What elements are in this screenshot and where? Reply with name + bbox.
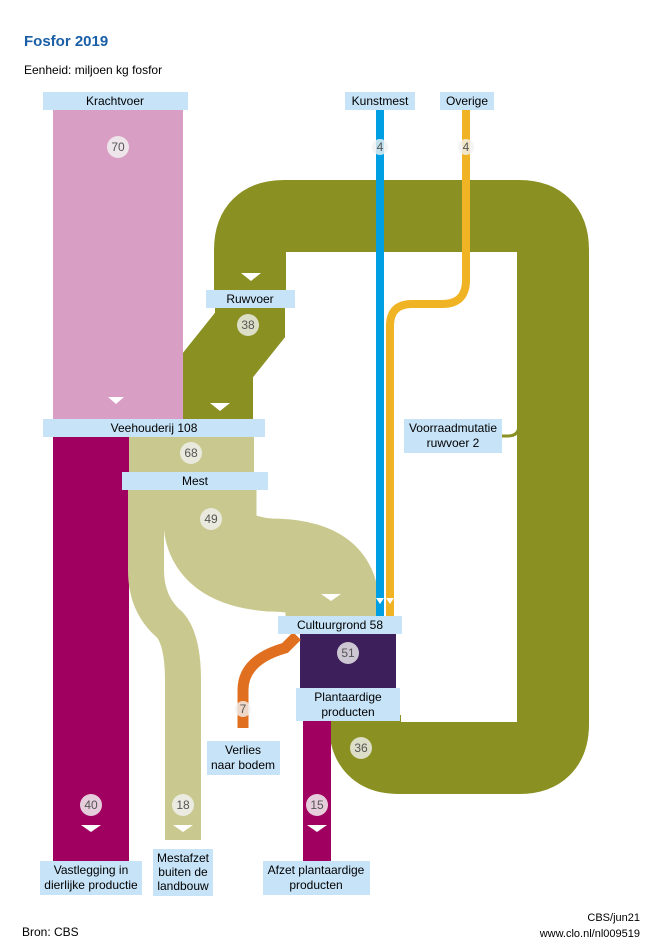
value-mest-cultuurgrond: 49: [204, 512, 218, 526]
flow-ruwvoer-loop: [214, 180, 589, 794]
value-mest: 68: [184, 446, 198, 460]
unit-label: Eenheid: miljoen kg fosfor: [24, 63, 163, 77]
flow-ruwvoer-to-veehouderij: [183, 290, 285, 420]
label-plantaardige-1: Plantaardige: [314, 690, 382, 704]
label-voorraadmutatie-1: Voorraadmutatie: [409, 421, 497, 435]
label-vastlegging-2: dierlijke productie: [44, 878, 138, 892]
label-kunstmest: Kunstmest: [352, 94, 409, 108]
label-cultuurgrond: Cultuurgrond 58: [297, 618, 383, 632]
label-mestafzet-2: buiten de: [158, 865, 208, 879]
value-vastlegging: 40: [84, 798, 98, 812]
flow-mestafzet: [128, 485, 201, 840]
arrow-ruwvoer: [241, 273, 261, 281]
value-plantaardige: 51: [341, 646, 355, 660]
arrow-vastlegging: [81, 825, 101, 832]
label-mestafzet-3: landbouw: [157, 879, 209, 893]
value-afzet: 15: [310, 798, 324, 812]
arrow-mestafzet: [173, 825, 193, 832]
label-afzet-2: producten: [289, 878, 342, 892]
arrow-veehouderij-ruwvoer: [210, 403, 230, 411]
label-verlies-2: naar bodem: [211, 758, 275, 772]
label-mestafzet-1: Mestafzet: [157, 851, 210, 865]
value-krachtvoer: 70: [111, 140, 125, 154]
label-ruwvoer: Ruwvoer: [226, 292, 273, 306]
value-kunstmest: 4: [377, 140, 384, 154]
flow-kunstmest: [376, 110, 384, 617]
arrow-veehouderij-krachtvoer: [108, 397, 124, 404]
arrow-cultuurgrond-kunstmest: [376, 598, 384, 604]
arrow-cultuurgrond-overige: [386, 598, 394, 604]
flow-afzet: [303, 720, 331, 861]
chart-title: Fosfor 2019: [24, 33, 109, 50]
flow-voorraadmutatie: [500, 410, 521, 438]
label-vastlegging-1: Vastlegging in: [54, 863, 129, 877]
label-veehouderij: Veehouderij 108: [111, 421, 198, 435]
stamp-line-1: CBS/jun21: [587, 912, 640, 924]
arrow-afzet: [307, 825, 327, 832]
source-note: Bron: CBS: [22, 925, 79, 939]
node-labels: Krachtvoer Kunstmest Overige Ruwvoer Vee…: [40, 92, 502, 896]
value-plant-ruwvoer: 36: [354, 741, 368, 755]
flow-krachtvoer: [53, 110, 183, 420]
label-plantaardige-2: producten: [321, 705, 374, 719]
flow-verlies: [237, 632, 301, 728]
value-badges: 70 4 4 38 68 49 51 7 36 40 18 15: [80, 136, 474, 816]
value-mestafzet: 18: [176, 798, 190, 812]
label-verlies-1: Verlies: [225, 743, 261, 757]
label-voorraadmutatie-2: ruwvoer 2: [427, 436, 480, 450]
flow-overige: [386, 110, 470, 617]
label-afzet-1: Afzet plantaardige: [268, 863, 365, 877]
value-verlies: 7: [240, 702, 247, 716]
value-ruwvoer: 38: [241, 318, 255, 332]
value-overige: 4: [463, 140, 470, 154]
flow-mest-to-cultuurgrond: [163, 485, 379, 616]
label-overige: Overige: [446, 94, 488, 108]
arrow-verlies: [238, 728, 248, 735]
label-mest: Mest: [182, 474, 209, 488]
label-krachtvoer: Krachtvoer: [86, 94, 144, 108]
publication-stamp: CBS/jun21 www.clo.nl/nl009519: [540, 910, 640, 942]
flow-vastlegging: [53, 436, 129, 861]
stamp-line-2: www.clo.nl/nl009519: [539, 928, 640, 940]
arrow-cultuurgrond-mest: [321, 594, 341, 601]
